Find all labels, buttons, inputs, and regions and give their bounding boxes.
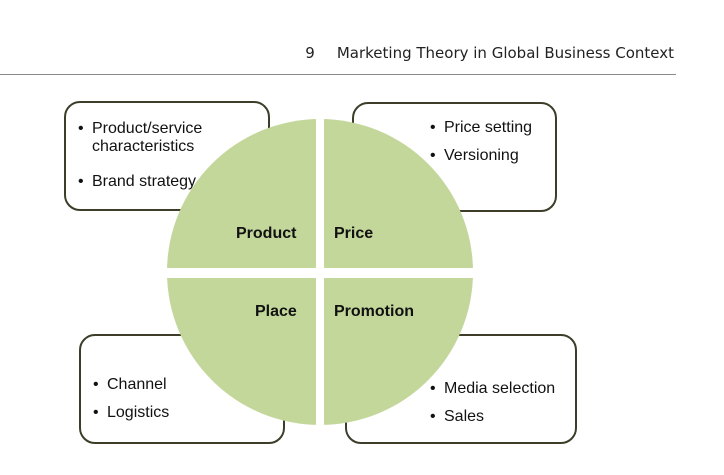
quadrant-product xyxy=(167,119,316,268)
product-item-characteristics: Product/service characteristics xyxy=(78,120,222,156)
chapter-title: Marketing Theory in Global Business Cont… xyxy=(336,44,674,62)
price-item-versioning: Versioning xyxy=(430,147,519,165)
header-divider xyxy=(0,74,676,75)
place-item-logistics: Logistics xyxy=(93,404,169,422)
price-item-price-setting: Price setting xyxy=(430,119,532,137)
quadrant-label-price: Price xyxy=(334,225,374,242)
product-item-brand-strategy: Brand strategy xyxy=(78,173,196,191)
page-header: 9 Marketing Theory in Global Business Con… xyxy=(0,44,674,66)
quadrant-price xyxy=(324,119,473,268)
place-item-channel: Channel xyxy=(93,376,167,394)
quadrant-label-place: Place xyxy=(255,303,297,320)
promotion-item-media-selection: Media selection xyxy=(430,380,555,398)
quadrant-place xyxy=(167,278,316,425)
quadrant-label-promotion: Promotion xyxy=(334,303,414,320)
quadrant-label-product: Product xyxy=(236,225,297,242)
promotion-item-sales: Sales xyxy=(430,408,484,426)
quadrant-promotion xyxy=(324,278,473,425)
chapter-number: 9 xyxy=(305,44,315,62)
